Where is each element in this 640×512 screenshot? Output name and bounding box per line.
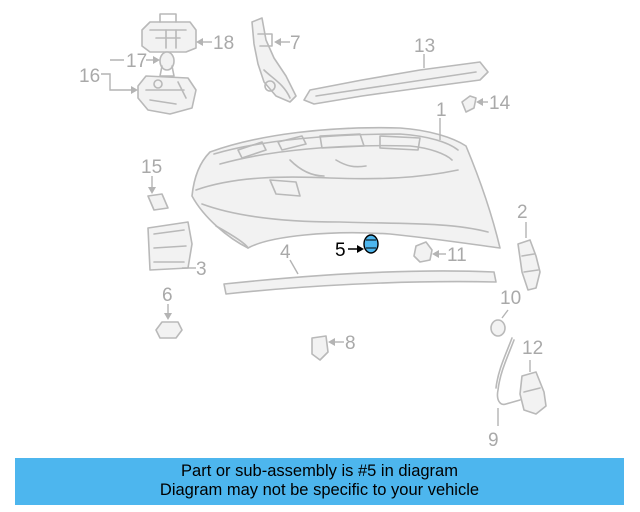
callout-7[interactable]: 7 <box>290 33 301 54</box>
part-9-cable[interactable] <box>495 337 521 406</box>
callout-18[interactable]: 18 <box>213 33 234 54</box>
callout-4[interactable]: 4 <box>280 242 291 263</box>
callout-3[interactable]: 3 <box>196 259 207 280</box>
callout-8[interactable]: 8 <box>345 333 356 354</box>
callout-14[interactable]: 14 <box>489 93 511 114</box>
part-14-clip[interactable] <box>461 95 477 113</box>
callout-15[interactable]: 15 <box>141 157 162 178</box>
parts-diagram: 18 17 16 7 13 14 <box>79 13 547 451</box>
callout-9[interactable]: 9 <box>488 430 499 451</box>
part-13-molding[interactable] <box>303 61 489 105</box>
part-16-actuator[interactable] <box>137 75 197 115</box>
callout-2[interactable]: 2 <box>517 202 528 223</box>
part-5-clip[interactable] <box>363 234 379 254</box>
part-12-latch[interactable] <box>519 371 547 415</box>
part-11-bumper[interactable] <box>413 241 433 263</box>
part-2-striker[interactable] <box>517 239 541 291</box>
part-15-pad[interactable] <box>147 193 169 211</box>
part-8-clip[interactable] <box>311 335 329 361</box>
part-4-weatherstrip[interactable] <box>223 270 497 295</box>
callout-16[interactable]: 16 <box>79 66 100 87</box>
callout-5[interactable]: 5 <box>335 240 346 261</box>
callout-17[interactable]: 17 <box>126 51 147 72</box>
callout-13[interactable]: 13 <box>414 36 435 57</box>
part-18-hinge-bracket[interactable] <box>141 13 197 53</box>
part-7-hinge[interactable] <box>251 17 297 103</box>
callout-12[interactable]: 12 <box>522 338 543 359</box>
part-10-grommet[interactable] <box>490 319 506 337</box>
callout-6[interactable]: 6 <box>162 285 173 306</box>
info-banner: Part or sub-assembly is #5 in diagram Di… <box>15 458 624 505</box>
caption-line-part: Part or sub-assembly is #5 in diagram <box>181 462 458 480</box>
part-6-base[interactable] <box>155 321 183 339</box>
callout-10[interactable]: 10 <box>500 288 521 309</box>
part-1-trunk-lid[interactable] <box>191 126 501 249</box>
part-3-trim[interactable] <box>147 221 193 271</box>
caption-line-disclaimer: Diagram may not be specific to your vehi… <box>159 481 480 499</box>
part-17-bumper[interactable] <box>159 51 175 77</box>
callout-11[interactable]: 11 <box>447 245 467 266</box>
callout-1[interactable]: 1 <box>436 100 447 121</box>
